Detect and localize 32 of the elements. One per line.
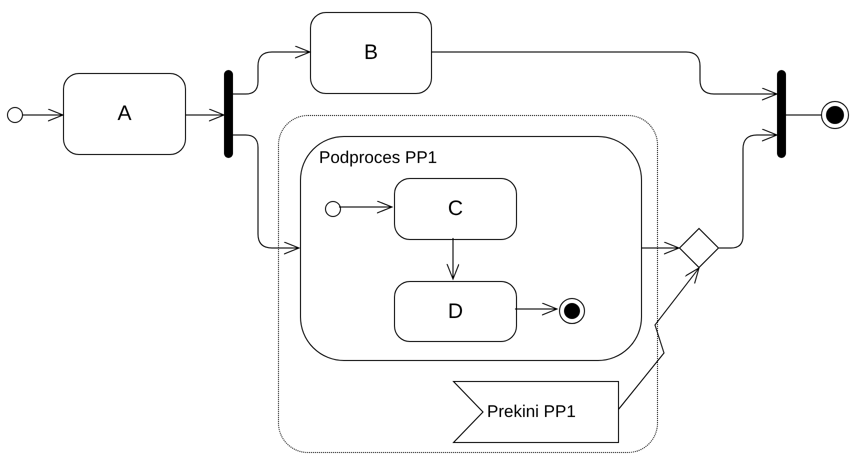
arrow xyxy=(186,108,224,122)
action-label: C xyxy=(448,197,464,221)
action-label: A xyxy=(117,102,132,126)
sync-bar xyxy=(224,70,233,158)
sync-bar xyxy=(777,70,786,158)
arrow xyxy=(718,128,778,248)
arrow xyxy=(22,108,64,122)
arrow xyxy=(640,242,680,254)
arrow xyxy=(338,200,392,214)
action-label: D xyxy=(448,300,464,324)
arrow xyxy=(432,52,778,100)
accept-signal-shape xyxy=(453,381,619,443)
final-node xyxy=(821,101,849,129)
signal-label: Prekini PP1 xyxy=(487,402,576,422)
arrow xyxy=(232,46,310,94)
arrow xyxy=(514,302,558,316)
subprocess-title: Podproces PP1 xyxy=(319,148,438,168)
action-box xyxy=(63,73,186,155)
initial-node xyxy=(325,201,341,217)
arrow xyxy=(446,238,460,280)
merge-diamond xyxy=(679,228,719,268)
interruptible-region xyxy=(278,115,658,453)
subprocess-box xyxy=(300,136,642,361)
initial-node xyxy=(7,107,23,123)
connector-line xyxy=(786,114,822,116)
final-node xyxy=(559,298,585,324)
action-label: B xyxy=(364,41,378,65)
action-box xyxy=(394,281,517,342)
arrow xyxy=(232,134,300,254)
action-box xyxy=(394,178,517,240)
interrupt-arrow xyxy=(618,268,700,410)
action-box xyxy=(310,12,432,94)
